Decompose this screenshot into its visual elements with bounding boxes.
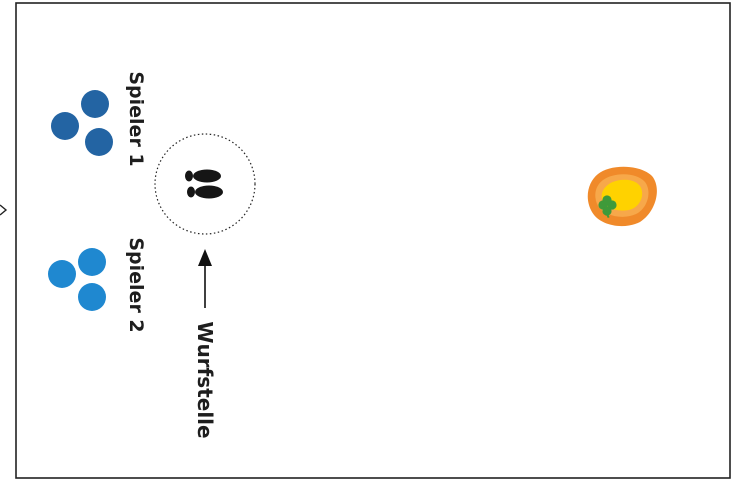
- player1-label: Spieler 1: [125, 71, 147, 166]
- player2-ball: [78, 248, 106, 276]
- player1-ball: [81, 90, 109, 118]
- player2-ball: [48, 260, 76, 288]
- edge-arrow-tip: [0, 204, 8, 216]
- throw-spot-circle: [154, 133, 256, 235]
- player1-balls: [51, 90, 113, 156]
- throw-spot-arrow: [198, 249, 212, 308]
- target-jack-icon: [587, 166, 657, 227]
- clover-icon: [598, 195, 617, 219]
- player2-ball: [78, 283, 106, 311]
- player1-ball: [51, 112, 79, 140]
- player2-balls: [48, 248, 106, 311]
- player2-label: Spieler 2: [125, 237, 147, 332]
- throw-spot-label: Wurfstelle: [193, 321, 217, 438]
- footprints-icon: [185, 169, 223, 199]
- player1-ball: [85, 128, 113, 156]
- field-border: [15, 2, 731, 479]
